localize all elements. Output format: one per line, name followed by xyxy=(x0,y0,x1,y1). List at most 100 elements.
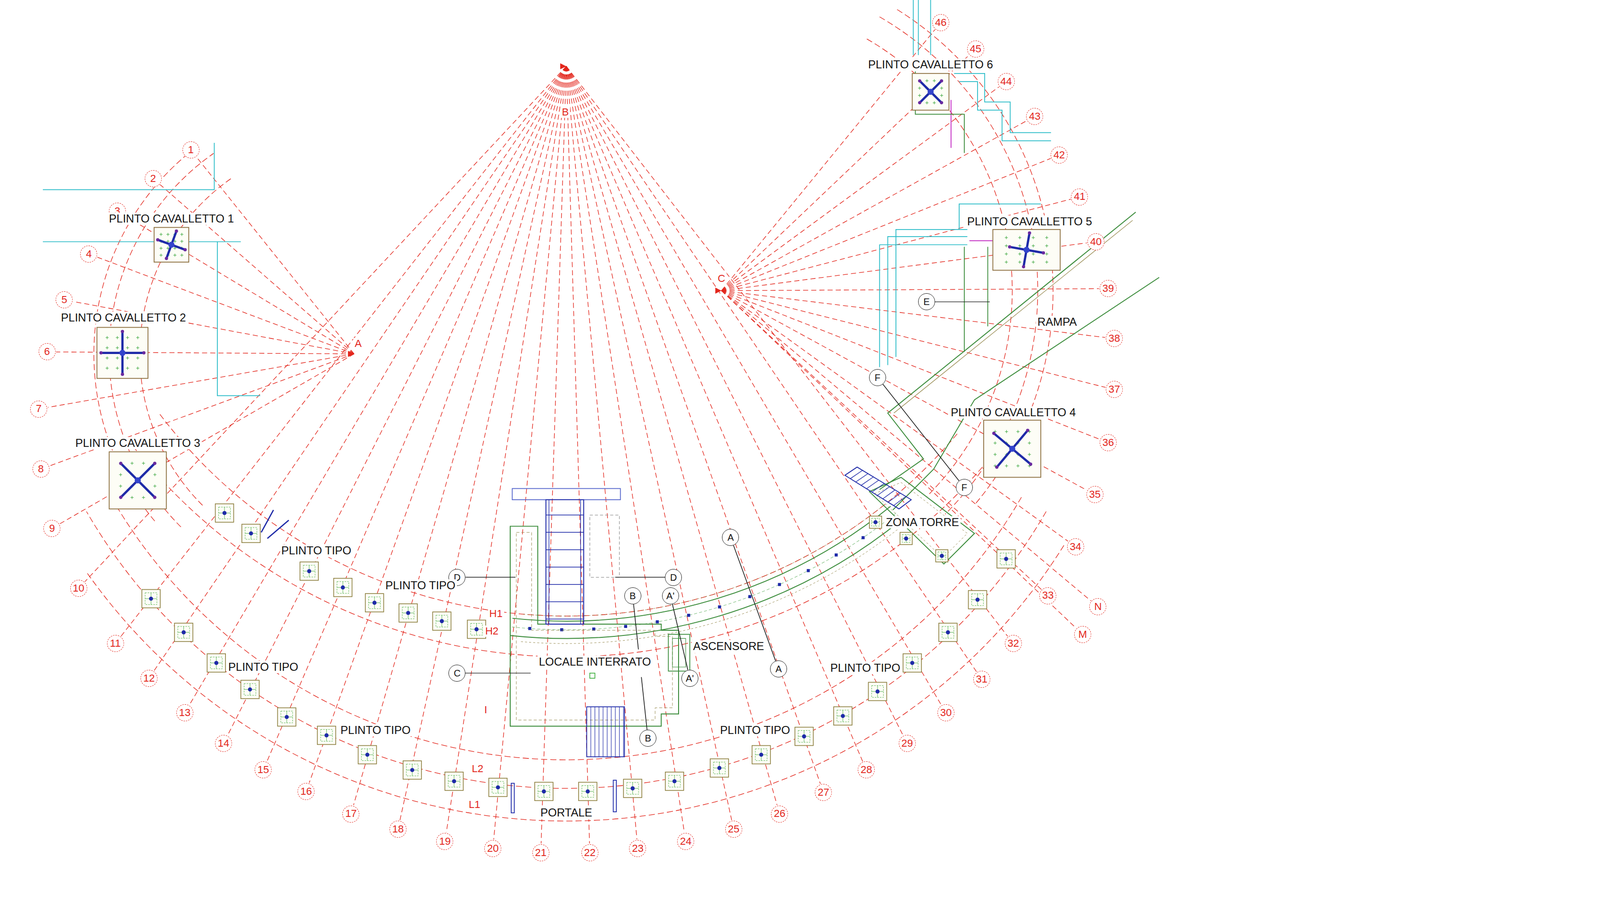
pile-mark xyxy=(174,240,175,243)
pile-mark xyxy=(107,336,108,340)
plinth-square xyxy=(833,706,853,726)
pile-mark xyxy=(127,356,128,360)
grid-line xyxy=(721,290,1092,602)
pile-dot xyxy=(324,733,329,738)
grid-number: 33 xyxy=(1042,589,1054,602)
grid-line xyxy=(84,66,567,582)
leg-foot xyxy=(994,465,999,469)
grid-line xyxy=(266,66,567,763)
grid-number: 16 xyxy=(300,786,312,798)
plinth-core xyxy=(668,775,681,788)
pile-dot xyxy=(672,779,677,784)
pile-dot xyxy=(748,595,752,598)
pile-mark xyxy=(941,86,942,90)
plinth-core xyxy=(492,781,505,794)
plinth-square xyxy=(623,779,642,798)
stair-step xyxy=(887,493,901,503)
plinth-symbol xyxy=(215,504,234,523)
section-mark: A xyxy=(721,529,739,547)
leg-foot xyxy=(1027,231,1032,235)
plinth-square xyxy=(903,654,922,673)
plinth-core xyxy=(177,626,190,639)
grid-number: N xyxy=(1094,601,1102,613)
band-edge xyxy=(510,520,902,639)
ladder-rung xyxy=(546,532,584,534)
pile-mark xyxy=(137,356,139,360)
pile-mark xyxy=(1019,236,1020,240)
leg-foot xyxy=(183,248,187,252)
plinth-symbol xyxy=(467,620,486,639)
grid-line xyxy=(227,66,567,736)
grid-number: 14 xyxy=(217,737,230,750)
pile-dot xyxy=(439,619,445,624)
plinth-symbol xyxy=(868,682,887,701)
pile-dot xyxy=(585,789,590,795)
plinth-symbol xyxy=(317,726,336,745)
plinth-square xyxy=(333,578,353,597)
plan-label: ASCENSORE xyxy=(691,640,766,653)
pile-mark xyxy=(160,232,162,236)
pile-mark xyxy=(941,93,942,97)
pile-dot xyxy=(181,630,186,635)
trestle-leg xyxy=(100,351,123,355)
leg-foot xyxy=(1021,265,1026,269)
pile-mark xyxy=(1033,252,1034,256)
grid-bubble: 34 xyxy=(1067,538,1085,556)
plinth-label: PLINTO CAVALLETTO 4 xyxy=(949,406,1078,419)
pile-mark xyxy=(1006,236,1007,240)
grid-bubble: 18 xyxy=(389,820,407,838)
grid-number: 6 xyxy=(43,346,50,358)
section-mark: F xyxy=(955,479,973,497)
pile-dot xyxy=(248,531,254,536)
plan-label: L2 xyxy=(470,763,485,775)
plinth-core xyxy=(145,593,158,606)
plinth-square xyxy=(97,327,149,379)
pile-dot xyxy=(778,583,781,587)
grid-line xyxy=(121,66,567,637)
stair-step xyxy=(898,499,912,509)
wall-line xyxy=(42,142,215,191)
stair-step xyxy=(855,473,869,483)
grid-number: 36 xyxy=(1102,437,1114,449)
pile-dot xyxy=(474,627,479,632)
wall-line xyxy=(950,99,952,149)
leg-foot xyxy=(119,496,123,500)
pile-mark xyxy=(1046,244,1047,248)
plinth-core xyxy=(245,527,257,540)
pile-mark xyxy=(160,253,162,257)
plan-label: PLINTO TIPO xyxy=(226,661,300,674)
grid-bubble: 22 xyxy=(581,844,599,862)
pile-mark xyxy=(919,93,921,97)
grid-number: 43 xyxy=(1028,110,1041,123)
trestle-plinth xyxy=(992,229,1061,271)
plan-label: PLINTO TIPO xyxy=(383,579,457,592)
stair-step xyxy=(850,470,863,480)
stair-step xyxy=(882,489,896,499)
wall-line xyxy=(959,81,1052,141)
plinth-square xyxy=(968,590,987,610)
trestle-hub xyxy=(1009,445,1016,452)
grid-bubble: 16 xyxy=(297,783,315,801)
plinth-symbol xyxy=(277,707,297,727)
stair-step xyxy=(594,706,596,757)
stair-step xyxy=(602,706,604,757)
plinth-symbol xyxy=(241,524,261,543)
plinth-core xyxy=(755,749,768,762)
plinth-square xyxy=(578,782,597,801)
stair-step xyxy=(861,477,874,486)
plinth-core xyxy=(210,657,223,670)
ladder-rung xyxy=(546,514,584,516)
stair-outline xyxy=(586,706,625,757)
plinth-square xyxy=(869,516,882,529)
pile-mark xyxy=(143,496,144,499)
grid-number: 46 xyxy=(935,16,947,29)
pile-mark xyxy=(1019,260,1020,264)
grid-bubble: 38 xyxy=(1105,330,1123,348)
leg-foot xyxy=(939,100,944,105)
grid-line xyxy=(399,66,567,821)
brace-symbol xyxy=(267,520,289,539)
pile-mark xyxy=(181,253,183,257)
grid-number: 26 xyxy=(773,808,786,820)
plinth-symbol xyxy=(333,578,353,597)
plinth-square xyxy=(317,726,336,745)
